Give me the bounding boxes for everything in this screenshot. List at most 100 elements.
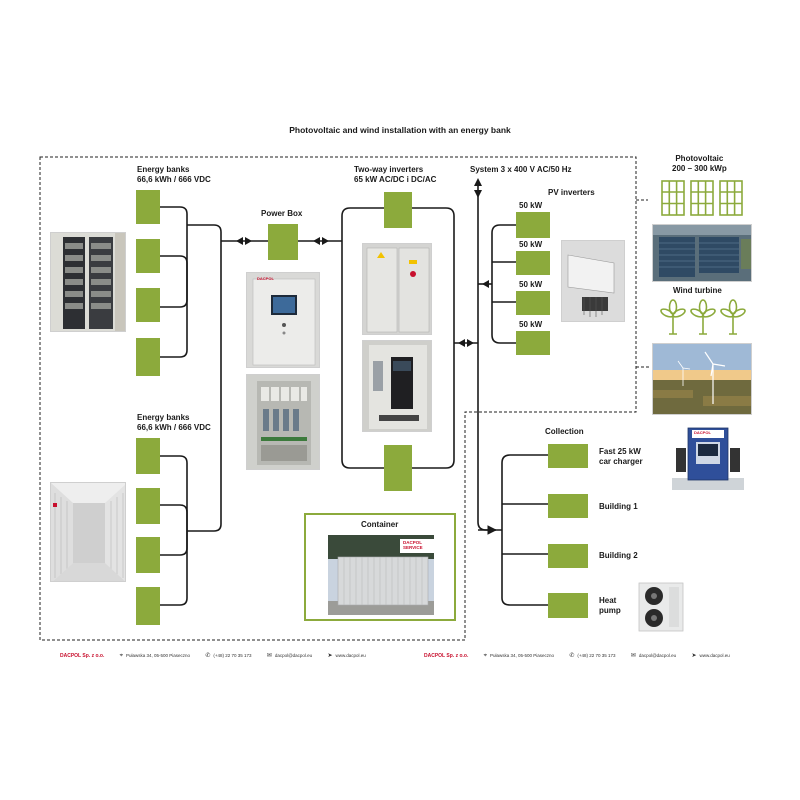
pv-inverter-module (516, 331, 550, 355)
pv-farm-photo (652, 224, 752, 282)
location-pin-icon: ⌖ (119, 653, 124, 659)
wire-bank-bus (187, 224, 222, 532)
power-box-interior-photo (246, 374, 320, 470)
inverters-label: Two-way inverters 65 kW AC/DC i DC/AC (354, 165, 436, 185)
page-title: Photovoltaic and wind installation with … (289, 125, 511, 135)
footer-right: DACPOL Sp. z o.o. ⌖Puławska 34, 05-500 P… (424, 652, 730, 660)
wire-pv-bus (491, 224, 516, 344)
energy-banks-bottom-title: Energy banks (137, 413, 190, 422)
wire-bank-top-2 (160, 255, 188, 308)
system-label: System 3 x 400 V AC/50 Hz (470, 165, 572, 174)
location-pin-icon: ⌖ (483, 653, 488, 659)
footer-phone: ✆(+48) 22 70 35 173 (569, 652, 615, 659)
wind-farm-photo (652, 343, 752, 415)
photovoltaic-spec: 200 – 300 kWp (672, 164, 727, 173)
energy-bank-module (136, 537, 160, 573)
inverter-interior-photo (362, 340, 432, 432)
heat-pump-photo (637, 581, 685, 633)
wire-inverter-loop-right (412, 207, 455, 469)
phone-icon: ✆ (569, 653, 575, 659)
collection-module (548, 494, 588, 518)
collection-label: Collection (545, 427, 584, 436)
send-icon: ➤ (691, 653, 697, 659)
energy-banks-top-spec: 66,6 kWh / 666 VDC (137, 175, 211, 184)
wire-bank-bot-2 (160, 504, 188, 556)
energy-bank-module (136, 587, 160, 625)
pv-inverter-module (516, 251, 550, 275)
pv-inverter-photo (561, 240, 625, 322)
arrow-bidir-powerbox-inverters (313, 237, 329, 245)
energy-bank-module (136, 288, 160, 322)
wire-bank-top-1 (160, 206, 188, 358)
wire-inverter-loop (341, 207, 384, 469)
collection-item-building-2: Building 2 (599, 551, 638, 560)
inverters-title: Two-way inverters (354, 165, 424, 174)
battery-rack-photo (50, 232, 126, 332)
energy-banks-top-title: Energy banks (137, 165, 190, 174)
pv-inverter-module (516, 291, 550, 315)
pv-inverter-rating: 50 kW (519, 280, 543, 289)
energy-banks-bottom-label: Energy banks 66,6 kWh / 666 VDC (137, 413, 211, 433)
footer-email-text: dacpol@dacpol.eu (274, 653, 313, 658)
collection-item-building-1: Building 1 (599, 502, 638, 511)
wire-bank-bot-1 (160, 455, 188, 606)
collection-item-line: Fast 25 kW (599, 447, 641, 456)
battery-room-photo (50, 482, 126, 582)
wind-turbine-label: Wind turbine (673, 286, 722, 295)
inverter-module (384, 192, 412, 228)
phone-icon: ✆ (205, 653, 211, 659)
footer-email[interactable]: ✉dacpol@dacpol.eu (267, 652, 312, 659)
footer-phone-text: (+48) 22 70 35 173 (213, 653, 252, 658)
footer-web[interactable]: ➤www.dacpol.eu (327, 652, 365, 659)
pv-inverter-module (516, 212, 550, 238)
arrow-pv-main (482, 280, 489, 288)
energy-bank-module (136, 338, 160, 376)
footer-phone: ✆(+48) 22 70 35 173 (205, 652, 251, 659)
inverters-spec: 65 kW AC/DC i DC/AC (354, 175, 437, 184)
footer-address: ⌖Puławska 34, 05-500 Piaseczno (484, 653, 554, 660)
pv-inverters-label: PV inverters (548, 188, 595, 197)
collection-module (548, 444, 588, 468)
container-panel (304, 513, 456, 621)
container-photo (328, 535, 434, 615)
power-box-module (268, 224, 298, 260)
footer-left: DACPOL Sp. z o.o. ⌖Puławska 34, 05-500 P… (60, 652, 366, 660)
container-label: Container (361, 520, 399, 529)
car-charger-photo (672, 424, 744, 490)
footer-address-text: Puławska 34, 05-500 Piaseczno (490, 653, 555, 658)
container-brand: DACPOL SERVICE (403, 540, 423, 550)
dashed-boundary (39, 156, 637, 641)
energy-bank-module (136, 190, 160, 224)
solar-panels-icon (661, 180, 743, 216)
charger-brand: DACPOL (694, 430, 711, 435)
energy-banks-bottom-spec: 66,6 kWh / 666 VDC (137, 423, 211, 432)
power-box-label: Power Box (261, 209, 303, 218)
arrow-system-up (474, 178, 482, 186)
collection-module (548, 593, 588, 618)
energy-bank-module (136, 239, 160, 273)
inverter-cabinet-photo (362, 243, 432, 335)
footer-web[interactable]: ➤www.dacpol.eu (691, 652, 729, 659)
footer-email[interactable]: ✉dacpol@dacpol.eu (631, 652, 676, 659)
pv-inverter-rating: 50 kW (519, 240, 543, 249)
footer-address-text: Puławska 34, 05-500 Piaseczno (126, 653, 191, 658)
collection-item-line: Heat (599, 596, 617, 605)
pv-inverter-rating: 50 kW (519, 201, 543, 210)
energy-banks-top-label: Energy banks 66,6 kWh / 666 VDC (137, 165, 211, 185)
footer-email-text: dacpol@dacpol.eu (638, 653, 677, 658)
collection-item-car-charger: Fast 25 kW car charger (599, 447, 643, 467)
energy-bank-module (136, 488, 160, 524)
wire-main-bus (477, 180, 497, 535)
wind-turbines-icon (660, 299, 746, 335)
mail-icon: ✉ (630, 653, 636, 659)
footer-web-text: www.dacpol.eu (335, 653, 366, 658)
pv-inverter-rating: 50 kW (519, 320, 543, 329)
collection-item-heat-pump: Heat pump (599, 596, 621, 616)
arrow-system-down (474, 190, 482, 198)
footer-brand: DACPOL Sp. z o.o. (424, 653, 469, 659)
footer-phone-text: (+48) 22 70 35 173 (577, 653, 616, 658)
collection-item-line: car charger (599, 457, 643, 466)
collection-item-line: pump (599, 606, 621, 615)
collection-module (548, 544, 588, 568)
